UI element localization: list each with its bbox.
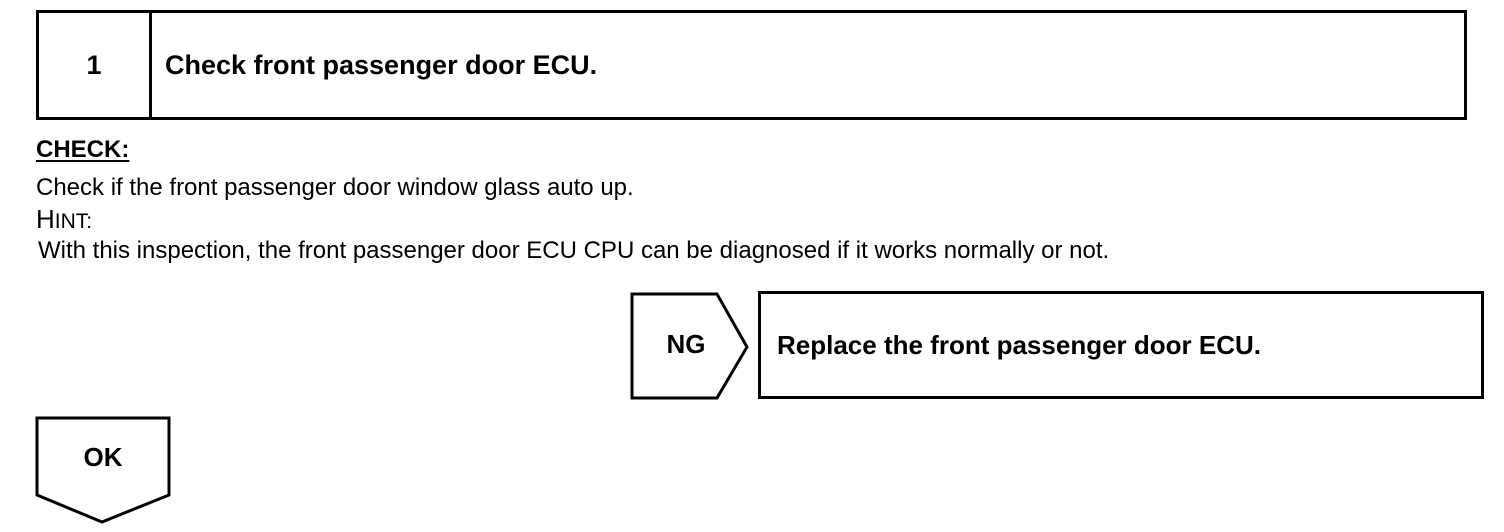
step-number: 1 [39,13,152,117]
hint-label-first: H [36,204,55,234]
ok-label: OK [83,441,123,472]
step-title: Check front passenger door ECU. [165,49,598,80]
check-label: CHECK: [36,136,130,163]
hint-label-rest: INT: [54,210,93,233]
hint-label: HINT: [36,204,92,235]
check-text: Check if the front passenger door window… [36,174,634,201]
ng-label: NG [666,329,706,359]
step-header-box: 1 Check front passenger door ECU. [36,10,1467,120]
ok-arrow-shape [35,416,171,524]
ng-arrow-shape [630,292,749,400]
ng-action-box: Replace the front passenger door ECU. [758,291,1484,399]
hint-text: With this inspection, the front passenge… [38,237,1110,264]
